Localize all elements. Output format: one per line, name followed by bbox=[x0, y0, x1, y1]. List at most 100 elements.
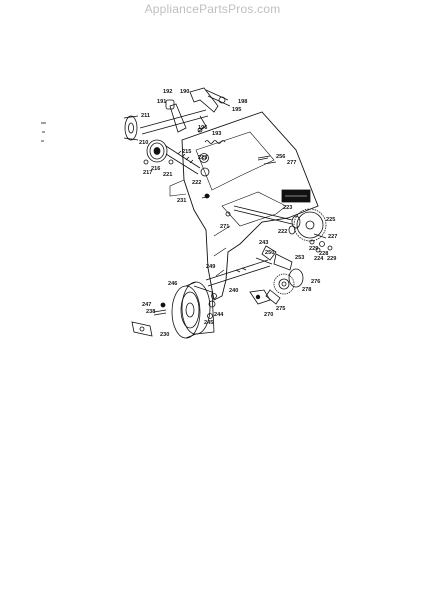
bearing-222b bbox=[288, 225, 296, 235]
part-label: 190 bbox=[180, 89, 189, 95]
washer-229 bbox=[309, 239, 315, 245]
pulley-210-hub bbox=[153, 147, 161, 155]
site-watermark: AppliancePartsPros.com bbox=[144, 2, 281, 16]
drive-shaft bbox=[165, 145, 201, 175]
axle bbox=[233, 205, 293, 225]
gear-276-center bbox=[281, 281, 287, 287]
part-label: 228 bbox=[319, 251, 328, 257]
pin-227 bbox=[313, 233, 327, 239]
nut-228 bbox=[319, 241, 325, 247]
part-label: 229 bbox=[327, 256, 336, 262]
part-label: 278 bbox=[302, 287, 311, 293]
bolt-238 bbox=[153, 309, 167, 316]
pawl-275 bbox=[265, 289, 281, 305]
bolt-247 bbox=[160, 302, 166, 308]
long-shaft bbox=[205, 259, 271, 287]
housing-edge bbox=[169, 179, 187, 197]
nut bbox=[218, 96, 226, 104]
part-label: 223 bbox=[283, 205, 292, 211]
pulley-211-hub bbox=[128, 122, 134, 134]
part-label: 238 bbox=[146, 309, 155, 315]
plate-230-hole bbox=[139, 326, 145, 332]
pulley-246-rim bbox=[185, 281, 197, 339]
label-layer: 192 190 198 191 195 211 196 193 210 215 … bbox=[139, 89, 337, 338]
plate-270 bbox=[249, 289, 271, 305]
part-label: 250 bbox=[265, 250, 274, 256]
part-label: 224 bbox=[314, 256, 324, 262]
part-label: 240 bbox=[229, 288, 238, 294]
stud-256 bbox=[257, 155, 271, 161]
shaft-key bbox=[235, 267, 247, 273]
upper-shaft bbox=[139, 109, 209, 135]
bearing-217 bbox=[143, 159, 149, 165]
part-label: 222 bbox=[192, 180, 201, 186]
pulley-246-groove bbox=[180, 291, 200, 329]
part-label: 231 bbox=[177, 198, 186, 204]
pulley-211 bbox=[124, 115, 138, 141]
part-label: 225 bbox=[326, 217, 335, 223]
washer-224 bbox=[315, 247, 321, 253]
gear-225 bbox=[293, 208, 327, 242]
part-label: 256 bbox=[276, 154, 285, 160]
linkage-arm bbox=[189, 87, 219, 113]
housing-frame bbox=[181, 111, 319, 301]
part-label: 275 bbox=[276, 306, 285, 312]
housing-rib bbox=[213, 225, 231, 277]
part-label: 243 bbox=[259, 240, 268, 246]
washer-221 bbox=[168, 159, 174, 165]
part-label: 223 bbox=[198, 155, 207, 161]
nut-249 bbox=[211, 293, 217, 299]
pulley-246-plate bbox=[193, 285, 215, 335]
part-label: 198 bbox=[238, 99, 247, 105]
plate-230 bbox=[131, 321, 153, 337]
part-label: 196 bbox=[198, 125, 207, 131]
housing-rib bbox=[221, 191, 287, 227]
stud-277 bbox=[263, 161, 277, 165]
part-label: 193 bbox=[212, 131, 221, 137]
bearing-245 bbox=[207, 313, 213, 319]
gear-276-hub bbox=[278, 278, 290, 290]
part-label: 277 bbox=[287, 160, 296, 166]
bushing bbox=[165, 99, 175, 110]
part-label: 230 bbox=[160, 332, 169, 338]
part-label: 222 bbox=[278, 229, 287, 235]
bearing-223 bbox=[199, 153, 209, 163]
screw-271 bbox=[225, 211, 231, 217]
linkage-rod bbox=[205, 89, 231, 107]
pulley-211-rim bbox=[123, 115, 139, 141]
part-label: 215 bbox=[182, 149, 191, 155]
drawing-layer bbox=[41, 87, 333, 339]
part-label: 247 bbox=[142, 302, 151, 308]
washer-229b bbox=[327, 245, 333, 251]
pulley-246-hub bbox=[185, 302, 195, 318]
bearing-223-inner bbox=[201, 155, 207, 161]
part-label: 221 bbox=[163, 172, 172, 178]
linkage-arm bbox=[197, 115, 207, 133]
part-label: 191 bbox=[157, 99, 166, 105]
part-label: 271 bbox=[220, 224, 229, 230]
part-label: 229 bbox=[309, 246, 318, 252]
bearing-223b bbox=[291, 215, 301, 229]
part-label: 216 bbox=[151, 166, 160, 172]
bearing-222 bbox=[200, 167, 210, 177]
bolt-231-shank bbox=[201, 195, 211, 199]
sprocket-278 bbox=[288, 268, 304, 288]
gear-276 bbox=[273, 273, 295, 295]
part-label: 217 bbox=[143, 170, 152, 176]
part-label: 195 bbox=[232, 107, 241, 113]
cam-253 bbox=[273, 253, 293, 271]
part-label: 246 bbox=[168, 281, 177, 287]
bearing-244 bbox=[208, 300, 216, 308]
part-label: 192 bbox=[163, 89, 172, 95]
stud-196 bbox=[197, 127, 203, 133]
part-label: 270 bbox=[264, 312, 273, 318]
part-label: 249 bbox=[206, 264, 215, 270]
spring-193 bbox=[204, 140, 226, 144]
part-label: 245 bbox=[204, 320, 213, 326]
bracket-243 bbox=[261, 245, 277, 261]
part-label: 253 bbox=[295, 255, 304, 261]
housing-inner bbox=[195, 131, 275, 191]
gear-225-body bbox=[296, 211, 324, 239]
pulley-210 bbox=[146, 139, 168, 163]
